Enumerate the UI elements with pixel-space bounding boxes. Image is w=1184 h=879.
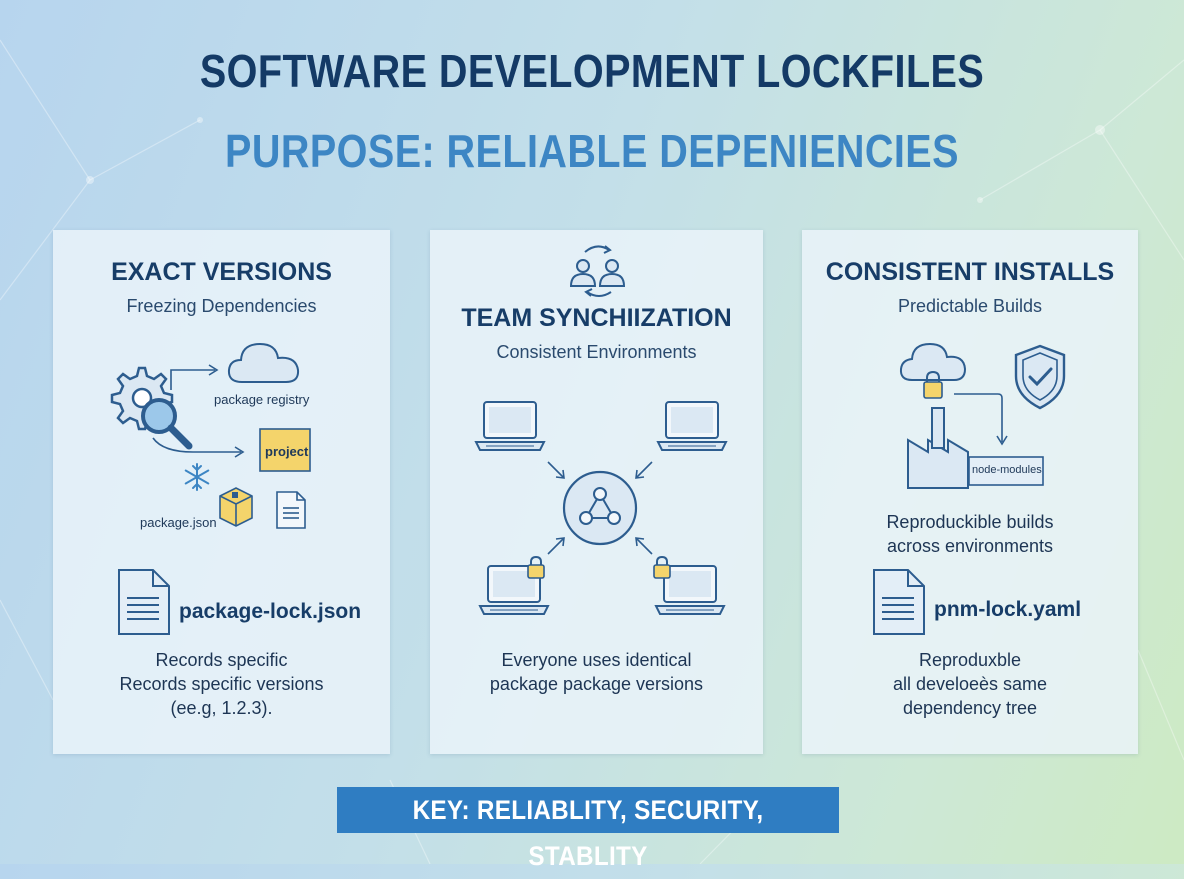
- panel-description: Reproduxble all develoeès same dependenc…: [892, 650, 1048, 718]
- snowflake-icon: [184, 463, 210, 491]
- project-box: [259, 428, 311, 472]
- lockfile-document-icon: [118, 569, 170, 635]
- page-subtitle: PURPOSE: RELIABLE DEPENIENCIES: [225, 125, 959, 177]
- gear-magnifier-icon: [110, 366, 193, 450]
- cloud-icon: [227, 342, 300, 383]
- panel-consistent-installs: CONSISTENT INSTALLS Predictable Builds n…: [802, 230, 1138, 754]
- team-network-diagram: [475, 401, 727, 615]
- registry-label: package registry: [214, 392, 310, 407]
- panel-team-sync: TEAM SYNCHIIZATION Consistent Environmen…: [430, 230, 763, 754]
- panel-description: Everyone uses identical package package …: [489, 650, 704, 694]
- panel-description: Records specific Records specific versio…: [119, 650, 324, 718]
- factory-icon: [907, 407, 969, 489]
- packagejson-label: package.json: [140, 515, 217, 530]
- project-label: project: [265, 444, 309, 459]
- package-cube-icon: [219, 487, 253, 527]
- shield-check-icon: [1014, 344, 1066, 410]
- lockfile-document-icon: [873, 569, 925, 635]
- modules-label: node-modules: [972, 464, 1042, 476]
- panel-description-top: Reproduckible builds across environments: [886, 512, 1054, 556]
- page-title: SOFTWARE DEVELOPMENT LOCKFILES: [199, 45, 985, 97]
- panel-subtitle: Consistent Environments: [496, 342, 697, 362]
- panel-title: EXACT VERSIONS: [111, 258, 332, 286]
- team-sync-icon: [569, 245, 626, 297]
- flow-arrows: [152, 364, 245, 458]
- panel-title: CONSISTENT INSTALLS: [825, 258, 1115, 286]
- lockfile-name: package-lock.json: [179, 600, 362, 623]
- cloud-lock-icon: [899, 342, 967, 399]
- flow-arrow: [954, 393, 1008, 446]
- panel-subtitle: Predictable Builds: [897, 296, 1043, 316]
- lockfile-name: pnm-lock.yaml: [934, 598, 1082, 621]
- document-icon: [276, 491, 306, 529]
- node-modules-box: [968, 456, 1044, 486]
- panel-exact-versions: EXACT VERSIONS Freezing Dependencies pac…: [53, 230, 390, 754]
- key-banner: KEY: RELIABLITY, SECURITY, STABLITY: [337, 787, 839, 871]
- panel-title: TEAM SYNCHIIZATION: [461, 304, 732, 332]
- panel-subtitle: Freezing Dependencies: [126, 296, 317, 316]
